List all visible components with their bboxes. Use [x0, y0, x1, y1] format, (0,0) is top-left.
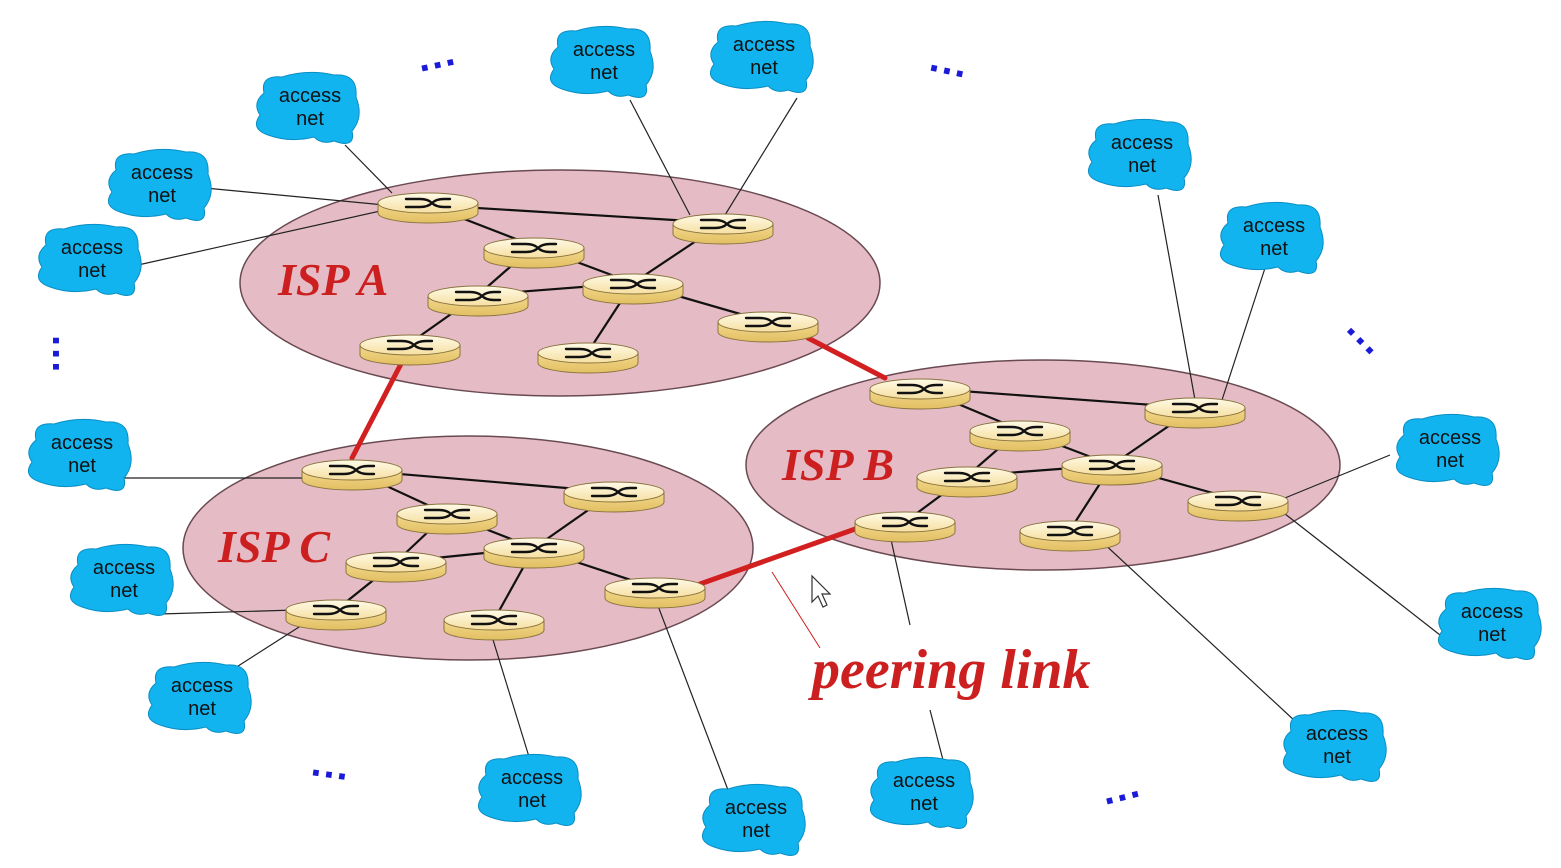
peering-links [349, 335, 888, 587]
access-net-label: access [1419, 427, 1481, 449]
router-icon [916, 466, 1018, 498]
access-net-label: net [742, 820, 770, 842]
peering-link-label: peering link [808, 639, 1090, 701]
router-icon [483, 237, 585, 269]
access-net-label: access [131, 162, 193, 184]
access-net-label: access [51, 432, 113, 454]
cursor-pointer-icon [811, 574, 832, 608]
access-net-label: net [590, 62, 618, 84]
peering-label-pointer [771, 571, 821, 649]
peering-link-c-b [697, 525, 861, 587]
access-net-label: net [68, 455, 96, 477]
router-icon [345, 551, 447, 583]
access-net-label: access [1461, 601, 1523, 623]
isp-c-label: ISP C [217, 521, 331, 572]
router-icon [427, 285, 529, 317]
access-net-label: net [148, 185, 176, 207]
ellipsis-top-left: ... [413, 30, 461, 81]
router-icon [854, 511, 956, 543]
router-icon [582, 273, 684, 305]
router-icon [359, 334, 461, 366]
access-net-label: access [279, 85, 341, 107]
router-icon [483, 537, 585, 569]
router-icon [1144, 397, 1246, 429]
peering-link-a-b [805, 335, 888, 381]
access-net-label: net [1128, 155, 1156, 177]
router-icon [396, 503, 498, 535]
access-net-label: net [1436, 450, 1464, 472]
access-net-label: access [725, 797, 787, 819]
access-net-label: net [110, 580, 138, 602]
router-icon [563, 481, 665, 513]
router-icon [443, 609, 545, 641]
router-icon [1187, 490, 1289, 522]
peering-link-a-c [349, 359, 405, 461]
access-net-label: access [171, 675, 233, 697]
router-icon [1061, 454, 1163, 486]
routers [285, 192, 1289, 641]
router-icon [301, 459, 403, 491]
access-net-label: access [1306, 723, 1368, 745]
router-icon [604, 577, 706, 609]
access-net-label: access [1111, 132, 1173, 154]
ellipsis-bottom-left: ... [309, 740, 354, 789]
router-icon [1019, 520, 1121, 552]
access-net-label: access [61, 237, 123, 259]
isp-b-label: ISP B [781, 439, 894, 490]
access-net-label: net [910, 793, 938, 815]
ellipsis-right: ... [1339, 305, 1398, 364]
router-icon [969, 420, 1071, 452]
access-net-label: access [93, 557, 155, 579]
isp-a-label: ISP A [277, 254, 388, 305]
access-net-label: net [518, 790, 546, 812]
router-icon [717, 311, 819, 343]
access-net-label: access [1243, 215, 1305, 237]
access-net-label: access [893, 770, 955, 792]
access-net-label: access [733, 34, 795, 56]
ellipsis-bottom-right: ... [1097, 762, 1146, 814]
router-icon [672, 213, 774, 245]
access-net-label: net [1478, 624, 1506, 646]
router-icon [285, 599, 387, 631]
access-net-label: net [78, 260, 106, 282]
access-net-label: access [573, 39, 635, 61]
access-net-label: net [188, 698, 216, 720]
access-net-label: net [1323, 746, 1351, 768]
router-icon [869, 378, 971, 410]
ellipsis-left: ... [44, 335, 88, 374]
access-links [120, 97, 1441, 791]
ellipsis-top-right: ... [926, 36, 974, 87]
access-net-label: access [501, 767, 563, 789]
access-net-label: net [1260, 238, 1288, 260]
access-net-label: net [750, 57, 778, 79]
router-icon [377, 192, 479, 224]
access-nets: accessnetaccessnetaccessnetaccessnetacce… [27, 20, 1542, 856]
access-net-label: net [296, 108, 324, 130]
router-icon [537, 342, 639, 374]
